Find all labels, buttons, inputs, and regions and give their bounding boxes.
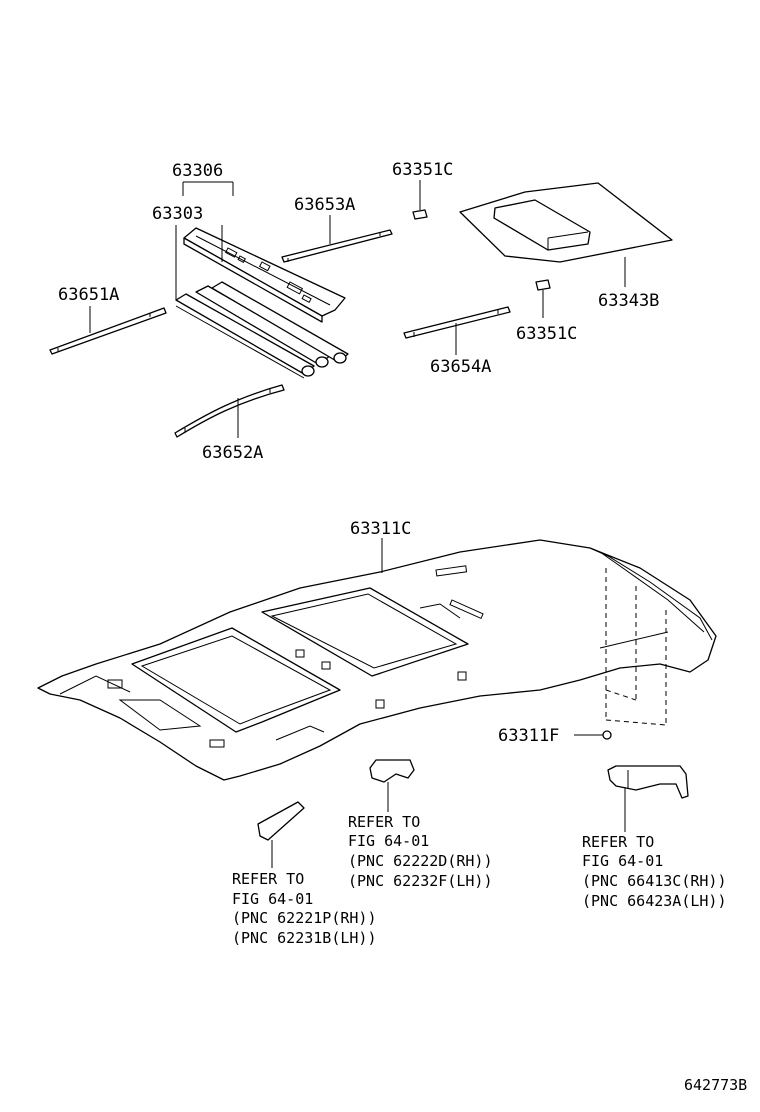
part-label-63311f: 63311F — [498, 726, 559, 746]
part-label-63343b: 63343B — [598, 291, 659, 311]
ref-b-line3: (PNC 66413C(RH)) — [582, 872, 727, 890]
leader-lines-upper — [89, 180, 626, 438]
weatherstrip-63652a-drawing — [174, 384, 285, 438]
part-label-63654a: 63654A — [430, 357, 491, 377]
clip-63351c-top-drawing — [412, 209, 428, 220]
ref-a-line2: FIG 64-01 — [348, 832, 429, 850]
part-label-63351c-mid: 63351C — [516, 324, 577, 344]
part-label-63653a: 63653A — [294, 195, 355, 215]
part-label-63303: 63303 — [152, 204, 203, 224]
ref-c-line2: FIG 64-01 — [232, 890, 313, 908]
figure-code: 642773B — [684, 1076, 747, 1094]
ref-c-line4: (PNC 62231B(LH)) — [232, 929, 377, 947]
ref-a-line1: REFER TO — [348, 813, 420, 831]
ref-b-line2: FIG 64-01 — [582, 852, 663, 870]
weatherstrip-63653a-drawing — [281, 229, 393, 263]
part-label-63651a: 63651A — [58, 285, 119, 305]
reference-note-assist-grip: REFER TO FIG 64-01 (PNC 62222D(RH)) (PNC… — [348, 813, 493, 890]
reference-note-visor: REFER TO FIG 64-01 (PNC 62221P(RH)) (PNC… — [232, 870, 377, 947]
visor-bracket-drawing — [257, 801, 305, 868]
reference-note-map-lamp: REFER TO FIG 64-01 (PNC 66413C(RH)) (PNC… — [582, 833, 727, 910]
weatherstrip-63654a-drawing — [403, 306, 511, 339]
ref-c-line3: (PNC 62221P(RH)) — [232, 909, 377, 927]
ref-b-line1: REFER TO — [582, 833, 654, 851]
ref-c-line1: REFER TO — [232, 870, 304, 888]
part-label-63351c-top: 63351C — [392, 160, 453, 180]
map-lamp-bracket-drawing — [607, 765, 689, 832]
clip-63351c-mid-drawing — [535, 279, 551, 291]
locator-dashes — [605, 568, 667, 726]
sunshade-frame-drawing — [183, 227, 346, 323]
part-label-63311c: 63311C — [350, 519, 411, 539]
clip-63311f-drawing — [574, 730, 612, 740]
sunroof-pad-drawing — [459, 182, 673, 263]
assist-grip-bracket-drawing — [369, 759, 415, 812]
sunshade-roller-drawing — [175, 281, 349, 379]
part-label-63652a: 63652A — [202, 443, 263, 463]
ref-b-line4: (PNC 66423A(LH)) — [582, 892, 727, 910]
headliner-drawing — [37, 539, 717, 781]
weatherstrip-63651a-drawing — [49, 307, 167, 355]
ref-a-line4: (PNC 62232F(LH)) — [348, 872, 493, 890]
ref-a-line3: (PNC 62222D(RH)) — [348, 852, 493, 870]
part-label-63306: 63306 — [172, 161, 223, 181]
